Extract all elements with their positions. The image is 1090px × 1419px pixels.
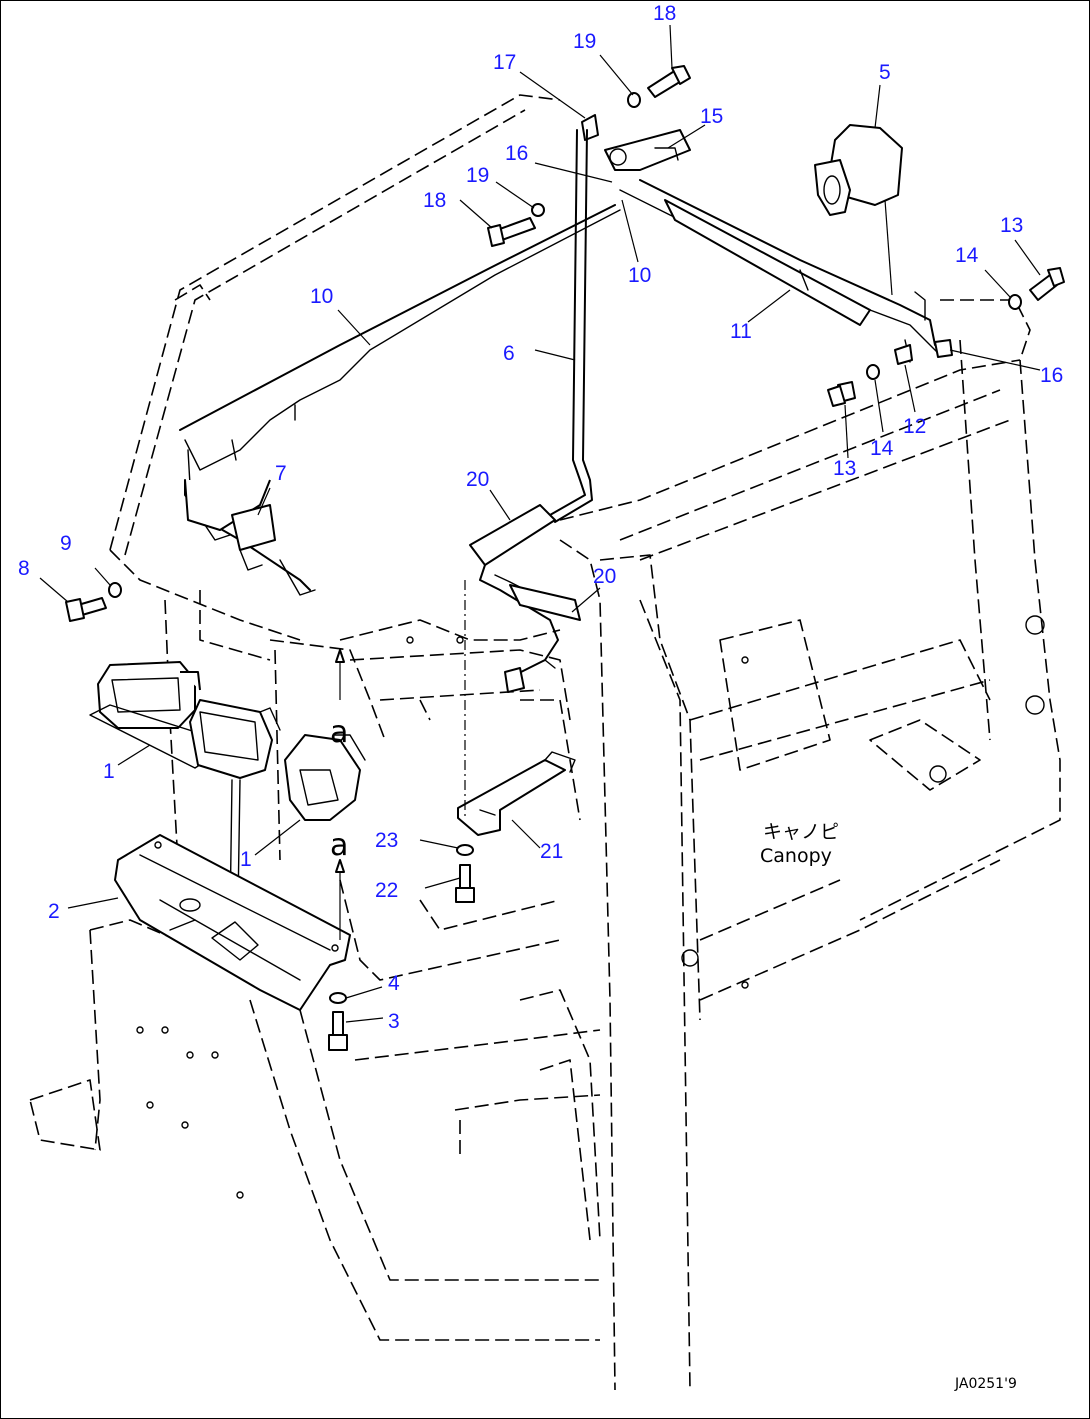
harness-10 [179, 204, 621, 591]
callout-15: 15 [700, 105, 723, 128]
drawing-code: JA0251'9 [954, 1376, 1017, 1392]
callout-20-lower: 20 [593, 565, 616, 588]
callout-2: 2 [48, 900, 60, 923]
work-lamp-1-center [189, 699, 281, 921]
clamp-15 [604, 129, 691, 171]
callout-18-top: 18 [653, 2, 676, 25]
callout-17: 17 [493, 51, 516, 74]
frame-bolt-holes [136, 615, 1045, 1199]
callout-16-upper: 16 [505, 142, 528, 165]
canopy-frame-phantom [29, 94, 1061, 1391]
callout-9: 9 [60, 532, 72, 555]
callout-21: 21 [540, 840, 563, 863]
assembly-lines [335, 580, 466, 940]
callout-16-right: 16 [1040, 364, 1063, 387]
callout-12: 12 [903, 415, 926, 438]
work-lamp-1-right [284, 734, 366, 821]
callout-10-right: 10 [628, 264, 651, 287]
callout-13-lower: 13 [833, 457, 856, 480]
callout-5: 5 [879, 61, 891, 84]
reference-mark-lower: a [330, 828, 348, 863]
bracket-7 [204, 504, 316, 596]
callout-23: 23 [375, 829, 398, 852]
callout-11: 11 [730, 320, 752, 343]
callout-14-right: 14 [955, 244, 979, 267]
canopy-label-jp: キャノピ [763, 821, 839, 843]
callout-3: 3 [388, 1010, 400, 1033]
lamp-guard-2 [114, 834, 351, 1011]
harness-20 [469, 504, 581, 693]
callout-8: 8 [18, 557, 30, 580]
callout-13-right: 13 [1000, 214, 1023, 237]
reference-mark-upper: a [330, 715, 348, 750]
clamp-17 [581, 114, 599, 141]
callout-20-upper: 20 [466, 468, 489, 491]
callout-labels: 1 1 2 3 4 5 6 7 8 9 10 10 11 12 13 13 14… [18, 2, 1063, 1033]
callout-10-left: 10 [310, 285, 333, 308]
callout-1-right: 1 [240, 848, 252, 871]
canopy-label-en: Canopy [760, 845, 832, 867]
callout-7: 7 [275, 462, 287, 485]
leader-lines [39, 24, 1041, 1023]
roof-lamp-5 [814, 124, 903, 296]
callout-19-mid: 19 [466, 164, 489, 187]
callout-4: 4 [388, 972, 400, 995]
callout-22: 22 [375, 879, 398, 902]
callout-14-lower: 14 [870, 437, 894, 460]
callout-1-left: 1 [103, 760, 115, 783]
cable-6 [549, 129, 593, 523]
callout-18-mid: 18 [423, 189, 446, 212]
harness-11 [619, 179, 946, 363]
hardware [65, 65, 1065, 1051]
bracket-21 [457, 751, 576, 836]
callout-6: 6 [503, 342, 515, 365]
callout-19-top: 19 [573, 30, 596, 53]
